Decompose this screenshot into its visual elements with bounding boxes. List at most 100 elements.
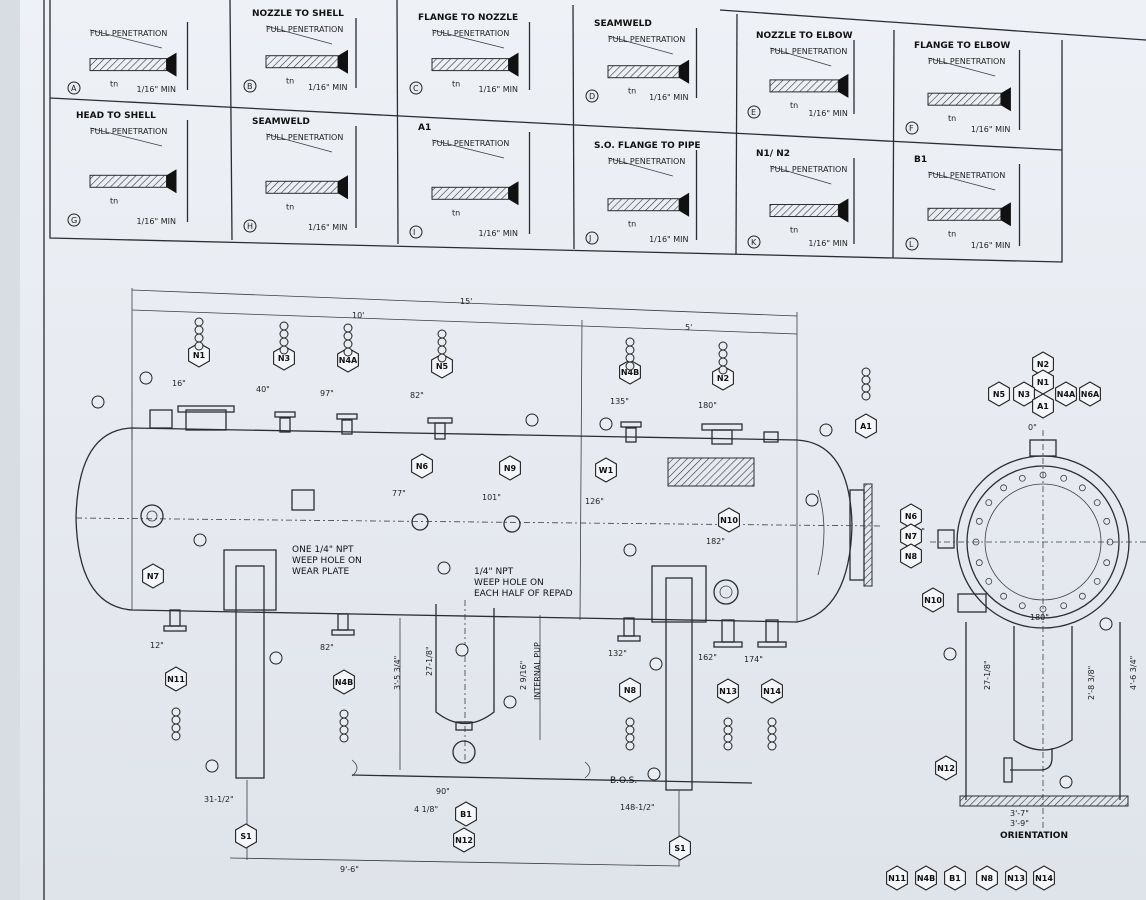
callout-bubble — [91, 395, 105, 409]
bolt-hole — [1060, 602, 1068, 610]
callout-bubble — [718, 365, 728, 375]
dimension-label: 2'-8 3/8" — [1087, 666, 1096, 700]
nozzle-tag-hex — [935, 755, 957, 781]
weld-label-min: 1/16" MIN — [308, 83, 347, 92]
bolt-hole — [975, 517, 983, 525]
bolt-hole — [975, 559, 983, 567]
vessel-end-view — [930, 430, 1146, 830]
nozzle-tag-hex — [1055, 381, 1077, 407]
callout-bubble — [139, 371, 153, 385]
callout-bubble — [943, 647, 957, 661]
bolt-hole — [1000, 484, 1008, 492]
callout-bubble — [625, 353, 635, 363]
nozzle-tag-label: N5 — [436, 362, 449, 371]
dimension-label: 2 9/16" — [519, 661, 528, 690]
callout-bubble — [723, 741, 733, 751]
nozzle-tag-label: N11 — [888, 874, 906, 883]
drawing-notes: ONE 1/4" NPT WEEP HOLE ON WEAR PLATE 1/4… — [292, 545, 1068, 841]
weld-label-full-pen: FULL PENETRATION — [266, 25, 343, 34]
nozzle-tag-hex — [188, 342, 210, 368]
callout-bubble — [171, 707, 181, 717]
weld-detail-title: FLANGE TO ELBOW — [914, 41, 1010, 51]
callout-bubble — [437, 353, 447, 363]
callout-bubble — [279, 321, 289, 331]
bolt-hole — [1000, 592, 1008, 600]
weld-label-full-pen: FULL PENETRATION — [770, 165, 847, 174]
nozzle-tag-label: N13 — [1007, 874, 1025, 883]
callout-bubble — [193, 533, 207, 547]
callout-bubble — [194, 325, 204, 335]
nozzle-tag-label: N10 — [720, 516, 738, 525]
dimension-label: 101" — [482, 493, 501, 502]
nozzle-tag-label: N10 — [924, 596, 942, 605]
dimension-label: 180" — [698, 401, 717, 410]
callout-bubble — [1059, 775, 1073, 789]
callout-bubble — [343, 323, 353, 333]
weld-label-full-pen: FULL PENETRATION — [608, 157, 685, 166]
nozzle-tag-label: N3 — [1018, 390, 1030, 399]
weld-detail-code: K — [751, 238, 757, 247]
callout-bubble — [279, 337, 289, 347]
bolt-hole — [1093, 577, 1101, 585]
dimension-label: 77" — [392, 489, 406, 498]
nozzle-tag-hex — [619, 359, 641, 385]
nozzle-tag-label: N6A — [1081, 390, 1100, 399]
nozzle-tag-hex — [915, 865, 937, 891]
weld-label-min: 1/16" MIN — [971, 241, 1010, 250]
nozzle-tag-label: N14 — [763, 687, 781, 696]
callout-bubble — [525, 413, 539, 427]
bolt-hole — [1018, 602, 1026, 610]
callout-bubble — [767, 741, 777, 751]
weld-detail-code: I — [413, 228, 415, 237]
weld-label-tn: tn — [452, 208, 460, 217]
note-weep-2b: WEEP HOLE ON — [474, 578, 544, 588]
weld-label-tn: tn — [286, 202, 294, 211]
weld-label-min: 1/16" MIN — [137, 217, 176, 226]
callout-bubble — [205, 759, 219, 773]
nozzle-tag-label: N12 — [455, 836, 473, 845]
callout-bubble — [723, 733, 733, 743]
dimension-label: 4'-6 3/4" — [1129, 656, 1138, 690]
weld-detail-code: B — [247, 82, 253, 91]
callout-bubble — [718, 357, 728, 367]
callout-bubble — [437, 329, 447, 339]
bolt-hole — [1103, 559, 1111, 567]
callout-bubble — [861, 383, 871, 393]
weld-label-min: 1/16" MIN — [649, 93, 688, 102]
weld-detail-code: H — [247, 222, 253, 231]
dimension-labels: 16"40"97"82"135"180"77"101"126"182"12"82… — [150, 379, 1138, 874]
callout-bubble — [625, 337, 635, 347]
nozzle-tag-hex — [142, 563, 164, 589]
callout-bubble — [625, 345, 635, 355]
note-weep-2c: EACH HALF OF REPAD — [474, 589, 573, 599]
callout-bubble — [339, 709, 349, 719]
callout-bubble — [649, 657, 663, 671]
nozzle-tag-label: W1 — [599, 466, 614, 475]
dimension-label: 162" — [698, 653, 717, 662]
nozzle-tag-label: N2 — [717, 374, 729, 383]
callout-bubble — [625, 733, 635, 743]
label-orientation: ORIENTATION — [1000, 831, 1068, 841]
callout-bubble — [819, 423, 833, 437]
callout-bubble — [861, 367, 871, 377]
nozzle-tag-hex — [453, 827, 475, 853]
bolt-hole — [1060, 474, 1068, 482]
weld-detail-code: A — [71, 84, 77, 93]
nozzle-tag-hex — [988, 381, 1010, 407]
nozzle-tag-hex — [235, 823, 257, 849]
weld-detail-title: HEAD TO SHELL — [76, 111, 156, 121]
weld-label-tn: tn — [110, 80, 118, 89]
dimension-label: 82" — [410, 391, 424, 400]
dimension-label: 12" — [150, 641, 164, 650]
weld-label-min: 1/16" MIN — [808, 109, 847, 118]
nozzle-tag-label: N9 — [504, 464, 517, 473]
callout-bubble — [767, 733, 777, 743]
weld-label-full-pen: FULL PENETRATION — [928, 171, 1005, 180]
nozzle-tag-hex — [886, 865, 908, 891]
callout-bubble — [623, 543, 637, 557]
callout-bubble — [503, 695, 517, 709]
callout-bubble — [279, 345, 289, 355]
nozzle-tag-label: S1 — [240, 832, 252, 841]
weld-label-tn: tn — [628, 220, 636, 229]
